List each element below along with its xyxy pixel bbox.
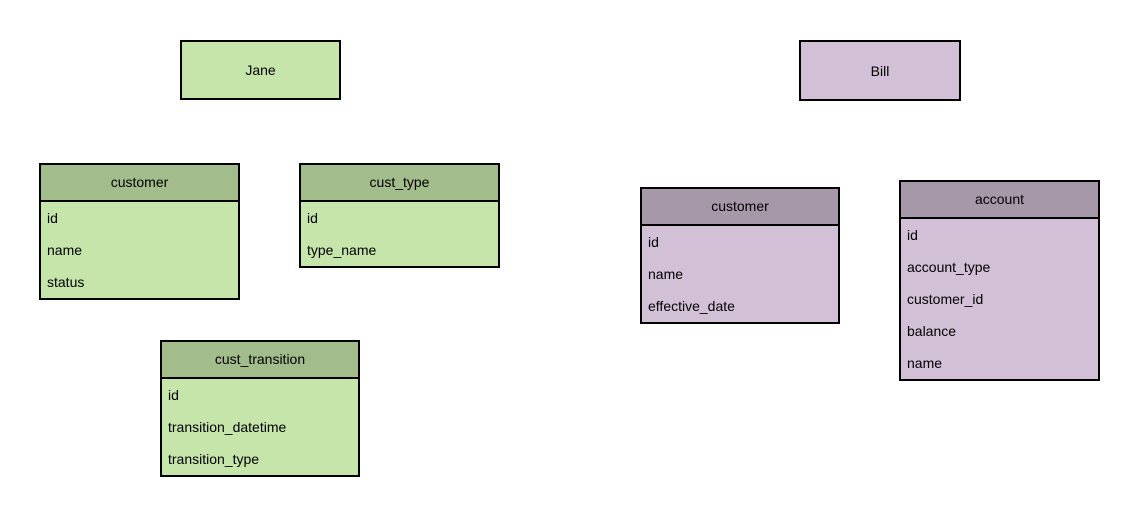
table-jane-customer[interactable]: customer id name status [39, 163, 240, 300]
field-row: id [907, 227, 918, 243]
field-row: id [168, 387, 179, 403]
field-row: transition_type [168, 451, 260, 467]
actor-box-jane[interactable]: Jane [180, 40, 341, 100]
field-row: type_name [307, 242, 377, 258]
field-row: transition_datetime [168, 419, 287, 435]
actor-label-bill: Bill [870, 62, 890, 79]
table-bill-customer[interactable]: customer id name effective_date [640, 187, 840, 324]
field-row: account_type [907, 259, 991, 275]
table-title: customer [642, 189, 838, 226]
table-jane-cust-type[interactable]: cust_type id type_name [299, 163, 500, 268]
actor-label-jane: Jane [245, 62, 276, 78]
table-title: customer [41, 165, 238, 202]
field-row: id [648, 234, 659, 250]
field-row: name [648, 266, 684, 282]
actor-box-bill[interactable]: Bill [799, 40, 961, 101]
table-title: cust_type [301, 165, 498, 202]
field-row: balance [907, 323, 957, 339]
field-row: effective_date [648, 298, 735, 314]
table-jane-cust-transition[interactable]: cust_transition id transition_datetime t… [160, 340, 360, 477]
field-row: name [907, 355, 943, 371]
field-row: status [47, 274, 85, 290]
field-row: name [47, 242, 83, 258]
table-title: cust_transition [162, 342, 358, 379]
field-row: id [47, 210, 58, 226]
table-bill-account[interactable]: account id account_type customer_id bala… [899, 180, 1100, 381]
field-row: customer_id [907, 291, 984, 307]
table-title: account [901, 182, 1098, 219]
field-row: id [307, 210, 318, 226]
